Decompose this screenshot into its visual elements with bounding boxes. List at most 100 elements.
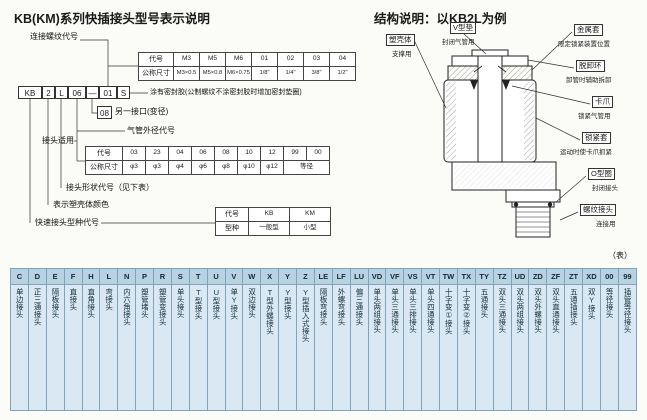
shape-desc-cell: 单头接头	[170, 284, 190, 411]
shape-desc-text: 双边接头	[247, 288, 257, 318]
label-shape-code: 接头形状代号（见下表）	[66, 183, 154, 192]
shape-desc-cell: T型接头	[188, 284, 208, 411]
shape-code-cell: LU	[349, 268, 369, 285]
od-code-cell: 03	[122, 146, 146, 161]
callout-metal-sleeve-desc: 限定锁紧装置位置	[558, 41, 610, 48]
thread-size-cell: M6×0.75	[225, 66, 252, 81]
shape-code-cell: U	[206, 268, 226, 285]
hex-flange-shape	[505, 189, 561, 203]
label-second-port: 另一接口(变径)	[115, 107, 169, 116]
claw-right-shape	[502, 80, 510, 90]
shape-desc-text: U型接头	[211, 288, 221, 320]
type-table-cell: 型种	[215, 221, 249, 236]
shape-desc-cell: 单头三通接头	[385, 284, 405, 411]
od-row-header: 代号	[85, 146, 123, 161]
shape-desc-text: 单边接头	[15, 288, 25, 318]
shape-desc-text: 双头三通接头	[497, 288, 507, 333]
model-box: S	[117, 86, 130, 99]
left-section-title: KB(KM)系列快插接头型号表示说明	[14, 12, 210, 26]
shape-desc-cell: 十字变①接头	[439, 284, 458, 411]
shape-code-cell: V	[224, 268, 244, 285]
bore-shape	[477, 55, 503, 163]
label-tube-od: 气管外径代号	[127, 126, 175, 135]
shape-code-cell: C	[10, 268, 29, 285]
callout-thread-conn-name: 螺纹接头	[580, 204, 616, 216]
thread-code-cell: 04	[329, 52, 356, 67]
shape-desc-text: 双Y接头	[587, 288, 597, 320]
shape-desc-cell: 塑管变接头	[153, 284, 172, 411]
shape-desc-text: 塑管变接头	[158, 288, 168, 326]
type-table-cell: 小型	[289, 221, 331, 236]
callout-oring-name: O型圈	[588, 168, 615, 180]
od-size-cell: φ4	[168, 160, 192, 175]
shape-code-cell: 00	[599, 268, 619, 285]
shape-code-cell: LE	[313, 268, 333, 285]
thread-code-cell: M3	[173, 52, 200, 67]
shape-code-cell: P	[135, 268, 154, 285]
shape-desc-cell: Y型接头	[278, 284, 297, 411]
od-size-cell: φ12	[260, 160, 284, 175]
shape-desc-cell: 十字变②接头	[456, 284, 476, 411]
callout-vgasket-desc: 封闭气管用	[442, 39, 475, 46]
claw-left-shape	[470, 80, 478, 90]
label-applicable: 接头适用	[42, 136, 74, 145]
od-size-cell: 等径	[283, 160, 330, 175]
metal-sleeve-shape	[447, 65, 533, 81]
shape-code-cell: Y	[278, 268, 297, 285]
table-ref-label: （表）	[608, 251, 632, 260]
shape-desc-text: 单头接头	[176, 288, 186, 318]
shape-code-cell: VF	[385, 268, 405, 285]
shape-desc-text: T型接头	[193, 288, 203, 320]
shape-desc-cell: 偏三通接头	[349, 284, 369, 411]
model-box: KB	[18, 86, 42, 99]
od-code-cell: 10	[237, 146, 261, 161]
model-box: L	[55, 86, 68, 99]
shape-code-cell: R	[153, 268, 172, 285]
shape-desc-text: 双头两组接头	[515, 288, 525, 333]
shape-desc-cell: 双Y接头	[582, 284, 601, 411]
shape-desc-cell: 双头外螺接头	[528, 284, 548, 411]
shape-desc-cell: 五通接头	[474, 284, 494, 411]
shape-code-cell: VT	[421, 268, 440, 285]
od-code-cell: 06	[191, 146, 215, 161]
shape-desc-cell: 单Y接头	[224, 284, 244, 411]
shape-desc-cell: 内六角接头	[117, 284, 137, 411]
shape-desc-text: 单Y接头	[229, 288, 239, 320]
shape-code-cell: VS	[403, 268, 423, 285]
shape-code-cell: UD	[510, 268, 530, 285]
model-box: —	[86, 86, 99, 99]
od-code-cell: 04	[168, 146, 192, 161]
shape-code-cell: 99	[617, 268, 638, 285]
thread-size-cell: M5×0.8	[199, 66, 226, 81]
shape-code-cell: L	[99, 268, 119, 285]
shape-code-cell: TW	[439, 268, 458, 285]
shape-code-cell: W	[242, 268, 262, 285]
thread-code-cell: M5	[199, 52, 226, 67]
shape-desc-cell: 单边接头	[10, 284, 29, 411]
shape-code-cell: TX	[456, 268, 476, 285]
shape-desc-text: 单头三排接头	[408, 288, 418, 333]
shape-desc-text: Y型接头	[283, 288, 293, 320]
shape-desc-text: 弯接头	[104, 288, 114, 311]
shape-code-cell: E	[45, 268, 65, 285]
shape-desc-text: T型外螺接头	[265, 288, 275, 335]
shape-desc-cell: U型接头	[206, 284, 226, 411]
thread-size-cell: 1/4"	[277, 66, 304, 81]
shape-desc-cell: 正三通接头	[27, 284, 47, 411]
shape-desc-cell: 塑管堵头	[135, 284, 154, 411]
shape-code-cell: D	[27, 268, 47, 285]
type-table-cell: KM	[289, 207, 331, 222]
shape-desc-cell: 直接头	[63, 284, 83, 411]
elbow-arm-shape	[451, 161, 557, 191]
od-code-cell: 99	[283, 146, 307, 161]
callout-thread-conn-desc: 连接用	[596, 221, 616, 228]
callout-claw-name: 卡爪	[592, 96, 613, 108]
plastic-body-shape	[443, 79, 537, 163]
callout-shell-name: 塑壳体	[386, 34, 415, 46]
shape-desc-text: 隔板弯接头	[319, 288, 329, 326]
thread-size-cell: 1/2"	[329, 66, 356, 81]
shape-code-cell: ZF	[546, 268, 566, 285]
